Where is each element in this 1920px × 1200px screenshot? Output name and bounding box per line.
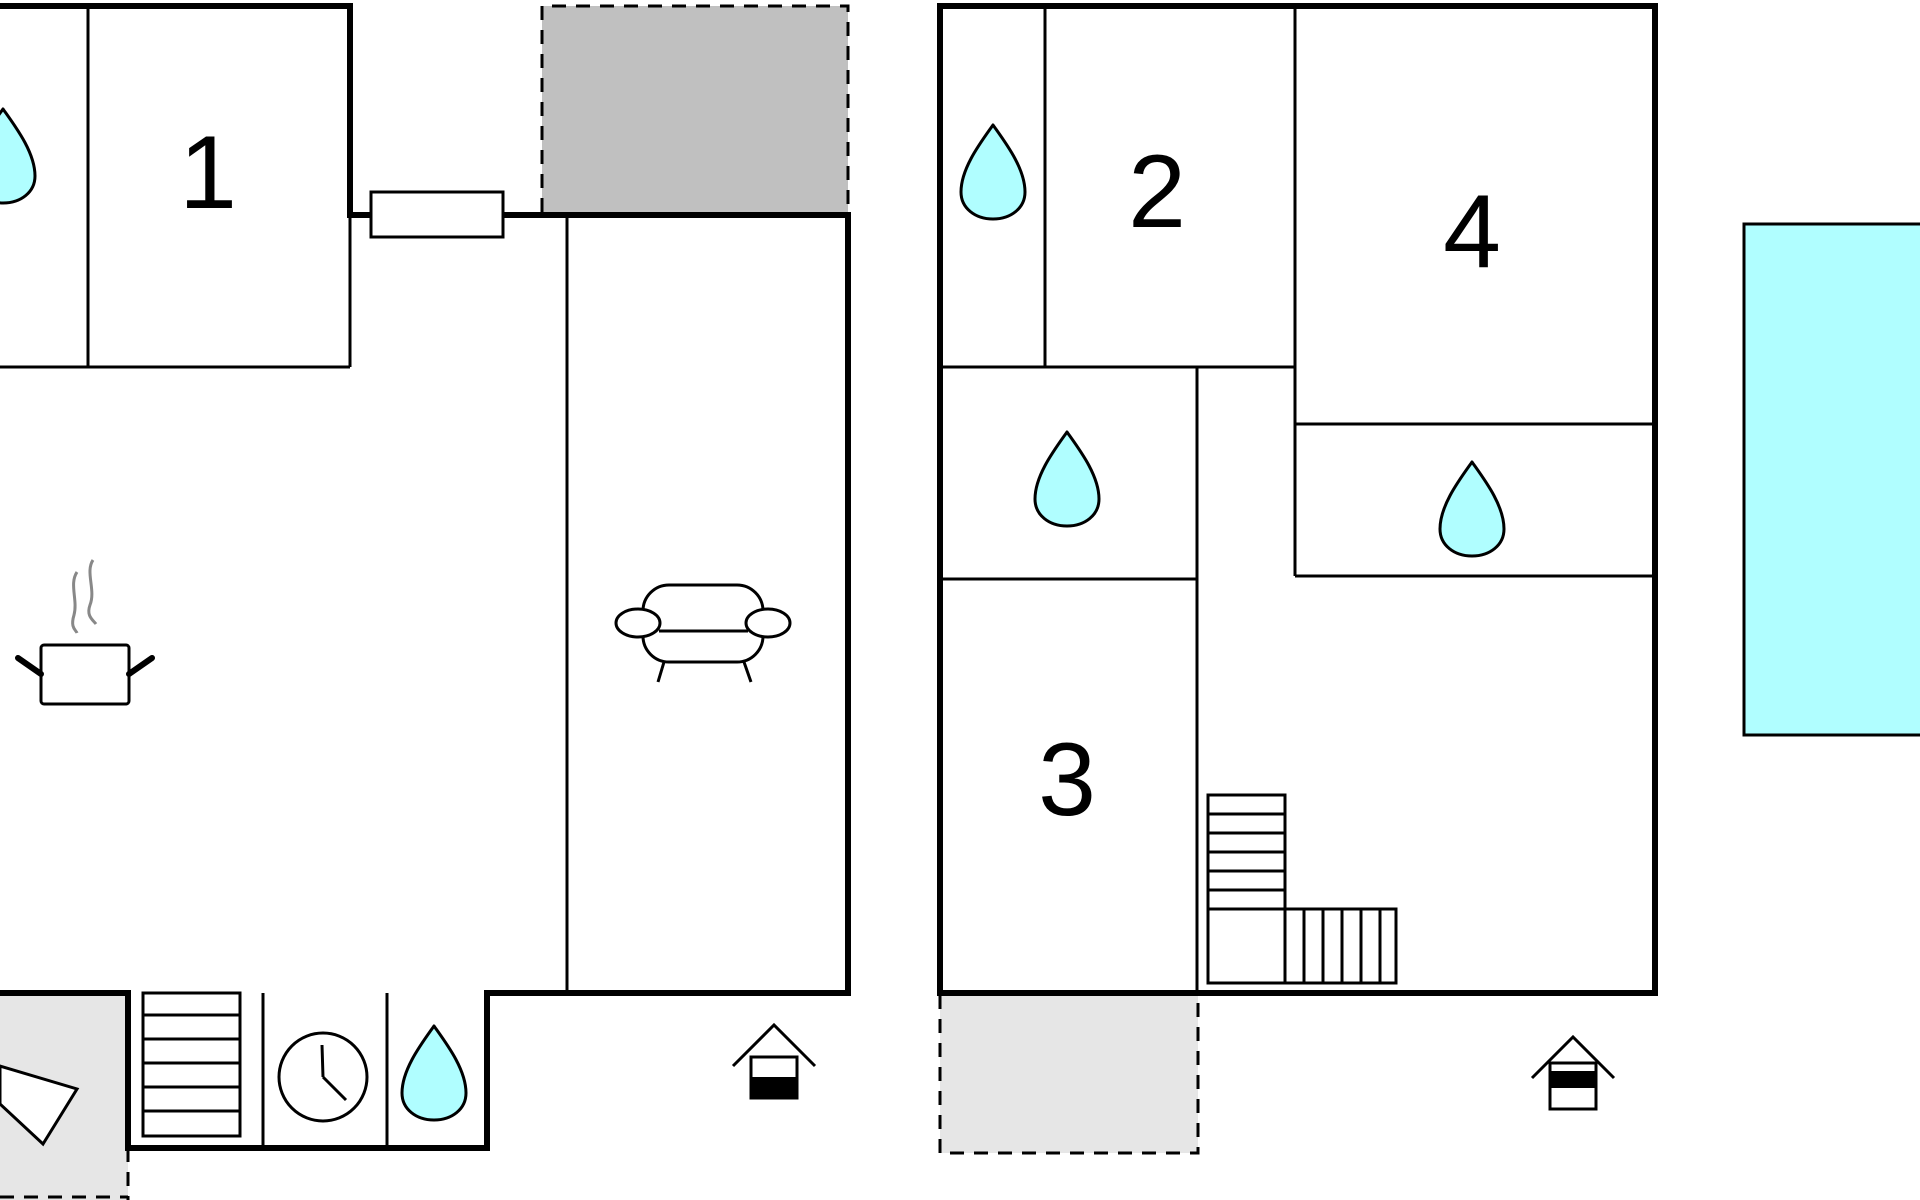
water-drop-icon: [959, 123, 1027, 221]
water-drop-icon: [1033, 430, 1101, 528]
room-number-1: 1: [179, 115, 237, 231]
clock-icon: [277, 1031, 369, 1123]
room-number-2: 2: [1128, 134, 1186, 250]
house-entrance-icon: [731, 1022, 817, 1100]
right-building-interior-walls: [940, 6, 1655, 993]
stairs-icon: [1206, 793, 1398, 985]
water-drop-icon: [0, 107, 37, 205]
water-drop-icon: [1438, 460, 1506, 558]
triangle-marker-icon: [0, 1064, 80, 1147]
right-building-outer-wall: [937, 3, 1658, 996]
sofa-icon: [614, 583, 792, 683]
room-number-3: 3: [1038, 722, 1096, 838]
water-drop-icon: [400, 1024, 468, 1122]
window: [369, 190, 505, 239]
left-building-interior-walls: [0, 6, 569, 1148]
terrace-top: [542, 6, 848, 212]
stairs-icon: [141, 991, 242, 1138]
cooking-pot-icon: [15, 559, 155, 706]
pool-icon: [1742, 222, 1920, 737]
terrace-bottom-right: [940, 995, 1198, 1153]
terrace-bottom-right-dashed-border: [938, 995, 1200, 1155]
left-building-outer-wall: [0, 3, 851, 1151]
room-number-4: 4: [1443, 174, 1501, 290]
house-entrance-icon: [1530, 1034, 1616, 1111]
terrace-top-dashed-border: [540, 4, 850, 212]
